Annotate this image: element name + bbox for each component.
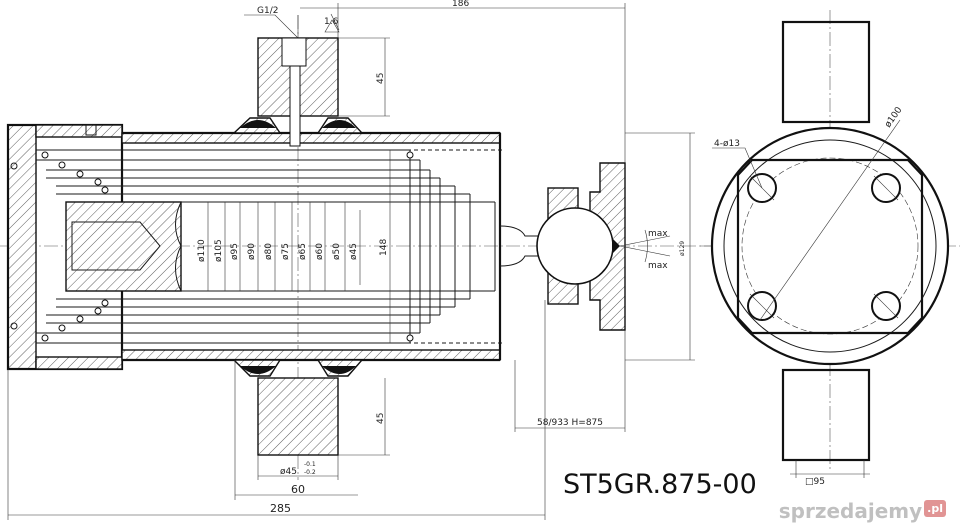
dia-label: ø80 (264, 243, 274, 260)
drawing-number: ST5GR.875-00 (563, 469, 757, 500)
dia-label: ø95 (230, 243, 240, 260)
pcd-label: ø100 (883, 105, 904, 130)
stroke-note: 58/933 H=875 (537, 418, 603, 428)
dia-label: ø50 (332, 243, 342, 260)
watermark-text: sprzedajemy (778, 499, 923, 523)
bottom-height-dim: 45 (376, 413, 386, 424)
watermark-badge: .pl (924, 500, 946, 517)
roughness-label: 1.6 (324, 17, 339, 27)
width-dim: 60 (291, 483, 305, 496)
watermark: sprzedajemy.pl (779, 500, 946, 522)
dia-label: ø45 (349, 243, 359, 260)
side-view: 4-ø13 ø100 □95 (710, 20, 950, 487)
bottom-dia-dim: ø45 (280, 467, 297, 477)
square-label: □95 (805, 477, 825, 487)
max-angle-top: max (648, 229, 668, 239)
tolerance-lower: -0.2 (304, 469, 316, 476)
dia-label: ø60 (315, 243, 325, 260)
tolerance-upper: -0.1 (304, 461, 316, 468)
flange-dia-label: ø129 (679, 241, 686, 256)
top-trunnion-block (232, 37, 364, 147)
bore-label: 148 (379, 239, 389, 256)
dia-label: ø90 (247, 243, 257, 260)
max-angle-bottom: max (648, 261, 668, 271)
top-length-dim: 186 (452, 0, 469, 9)
holes-label: 4-ø13 (714, 139, 740, 149)
rod-end-ball: max max ø129 (499, 162, 686, 331)
dia-label: ø110 (197, 239, 207, 262)
dia-label: ø65 (298, 243, 308, 260)
total-length-dim: 285 (270, 502, 291, 515)
telescopic-stages: ø110 ø105 ø95 ø90 ø80 ø75 ø65 ø60 ø50 ø4… (36, 131, 505, 362)
top-height-dim: 45 (376, 73, 386, 84)
cylinder-base (6, 123, 124, 371)
dimensions: G1/2 1.6 186 45 45 ø45 -0.1 -0.2 60 285 … (7, 0, 695, 520)
bottom-trunnion-block (232, 359, 364, 456)
thread-label: G1/2 (257, 6, 278, 16)
dia-label: ø105 (214, 239, 224, 262)
dia-label: ø75 (281, 243, 291, 260)
